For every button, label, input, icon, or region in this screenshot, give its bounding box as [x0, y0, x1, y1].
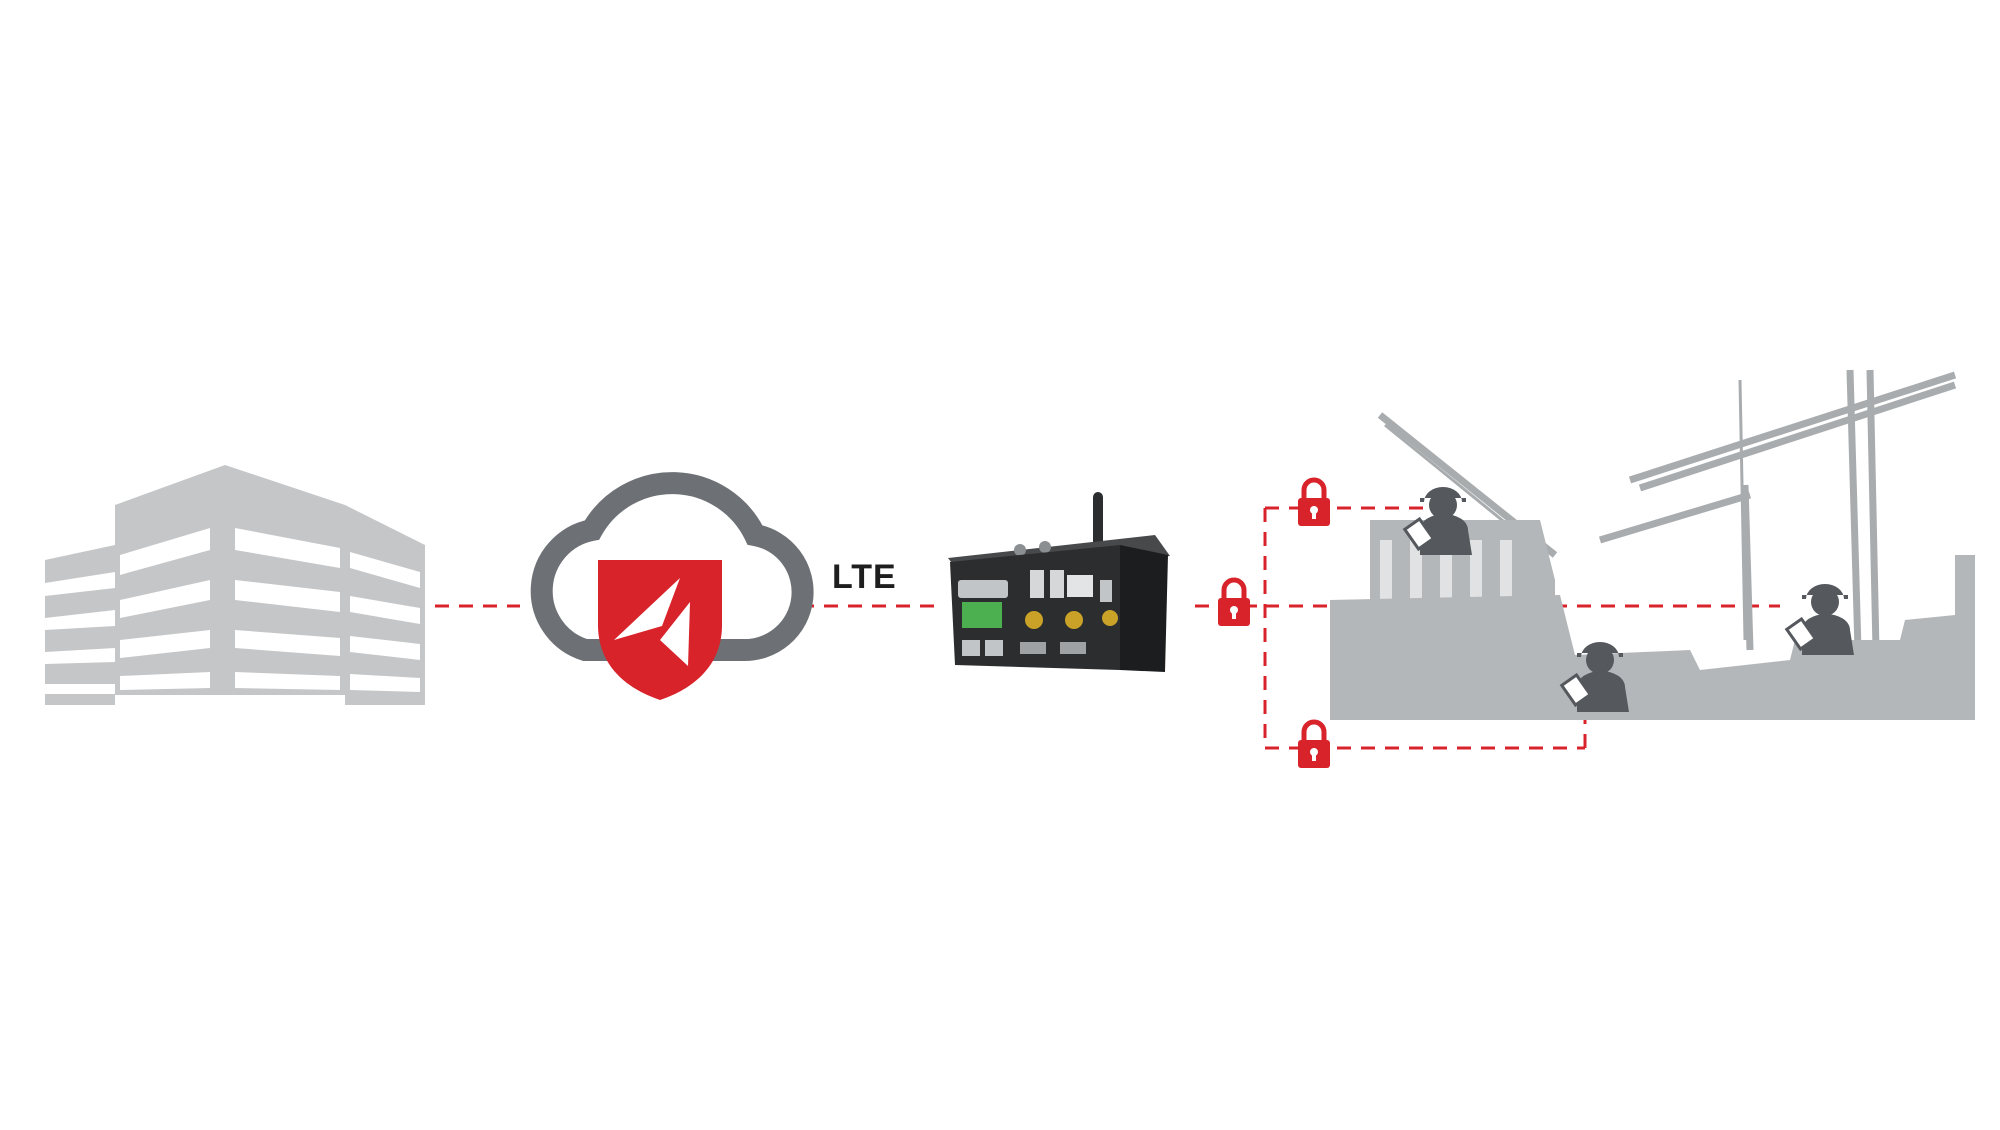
- worker-icon: [1405, 487, 1472, 555]
- worker-icon: [1787, 584, 1854, 655]
- lock-icon: [1298, 480, 1330, 526]
- building-icon: [45, 465, 425, 705]
- cloud-shield-icon: [542, 483, 803, 700]
- lock-icon: [1298, 722, 1330, 768]
- shield-icon: [598, 560, 722, 700]
- lte-link-label: LTE: [832, 558, 897, 597]
- lock-icon: [1218, 580, 1250, 626]
- lte-router-device: [948, 492, 1170, 672]
